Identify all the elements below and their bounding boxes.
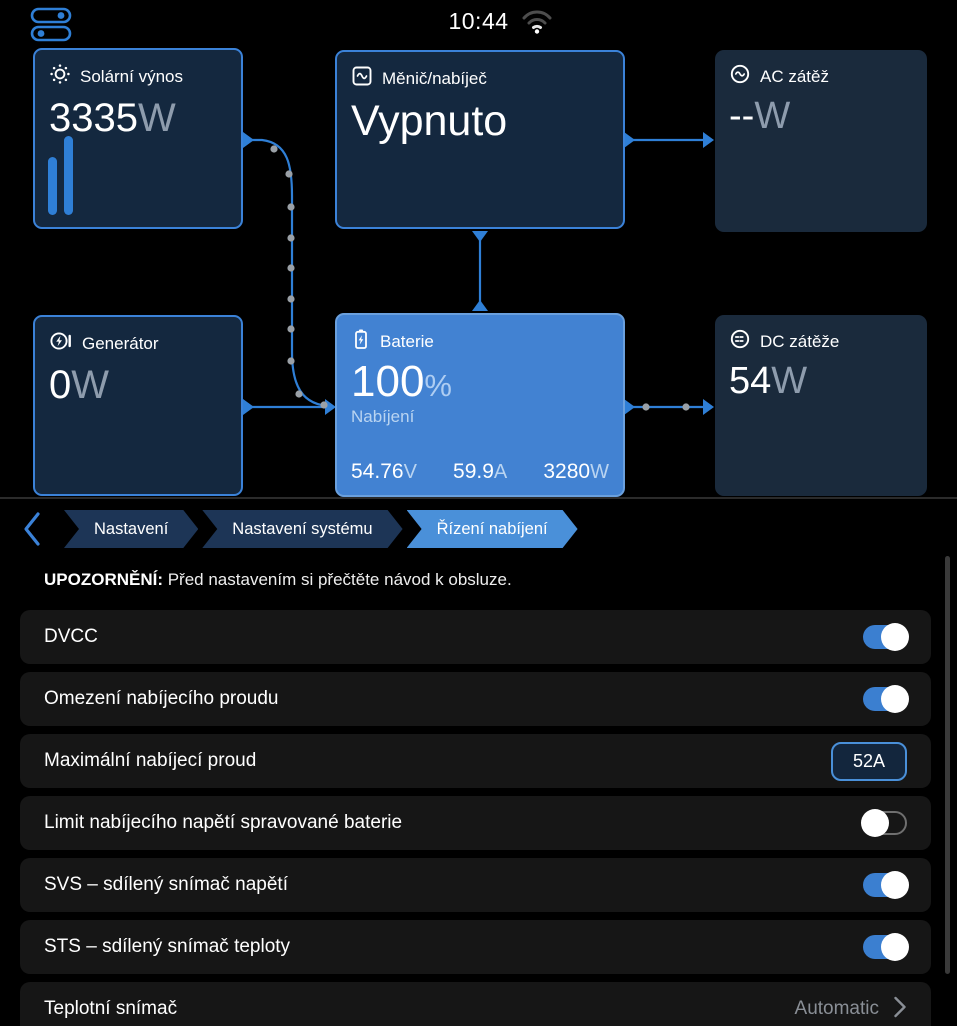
arrow-solar-out xyxy=(243,132,254,148)
time-text: 10:44 xyxy=(448,8,509,34)
setting-label: Omezení nabíjecího proudu xyxy=(44,688,279,709)
setting-label: DVCC xyxy=(44,626,98,647)
warning-body: Před nastavením si přečtěte návod k obsl… xyxy=(163,570,512,589)
tile-generator[interactable]: Generátor 0W xyxy=(33,315,243,496)
arrow-inverter-out xyxy=(624,132,635,148)
inverter-icon xyxy=(351,65,373,92)
tile-title: Měnič/nabíječ xyxy=(382,68,487,88)
ac-power-value: -- xyxy=(729,95,755,137)
tile-battery[interactable]: Baterie 100% Nabíjení 54.76V 59.9A 3280W xyxy=(335,313,625,497)
ac-power-unit: W xyxy=(754,95,791,137)
breadcrumb-rizeni-nabijeni[interactable]: Řízení nabíjení xyxy=(407,510,578,548)
svs-toggle[interactable] xyxy=(863,871,909,899)
sts-toggle[interactable] xyxy=(863,933,909,961)
battery-power: 3280 xyxy=(543,460,591,483)
charge-current-limit-toggle[interactable] xyxy=(863,685,909,713)
battery-voltage-unit: V xyxy=(403,461,417,483)
clock: 10:44 xyxy=(0,8,957,35)
warning-text: UPOZORNĚNÍ: Před nastavením si přečtěte … xyxy=(44,570,512,590)
dc-power-unit: W xyxy=(771,360,808,402)
battery-stats: 54.76V 59.9A 3280W xyxy=(351,460,609,484)
ac-wave-icon xyxy=(729,63,751,90)
setting-row-charge-current-limit-enable[interactable]: Omezení nabíjecího proudu xyxy=(20,672,931,726)
solar-power-unit: W xyxy=(137,96,176,140)
battery-current-unit: A xyxy=(493,461,508,483)
battery-soc-unit: % xyxy=(424,368,452,403)
battery-state: Nabíjení xyxy=(351,407,415,427)
battery-icon xyxy=(351,328,371,355)
settings-list: DVCC Omezení nabíjecího proudu Maximální… xyxy=(20,610,931,1026)
status-bar: 10:44 xyxy=(0,0,957,44)
arrow-battery-up xyxy=(472,300,488,311)
dc-power-value: 54 xyxy=(729,360,772,402)
tile-title: Baterie xyxy=(380,331,434,351)
arrow-dc-in xyxy=(703,399,714,415)
tile-title: AC zátěž xyxy=(760,66,829,86)
setting-label: Maximální nabíjecí proud xyxy=(44,750,257,771)
tile-ac-loads[interactable]: AC zátěž --W xyxy=(715,50,927,232)
arrow-battery-in-left xyxy=(325,399,336,415)
max-charge-current-value[interactable]: 52A xyxy=(831,741,907,781)
voltage-limit-toggle[interactable] xyxy=(861,809,907,837)
scrollbar[interactable] xyxy=(945,556,950,974)
arrow-inverter-down xyxy=(472,231,488,242)
setting-row-temperature-sensor[interactable]: Teplotní snímač Automatic xyxy=(20,982,931,1026)
battery-voltage: 54.76 xyxy=(351,460,404,483)
warning-prefix: UPOZORNĚNÍ: xyxy=(44,570,163,589)
setting-row-sts[interactable]: STS – sdílený snímač teploty xyxy=(20,920,931,974)
back-button[interactable] xyxy=(22,510,44,548)
tile-title: Solární výnos xyxy=(80,66,183,86)
tile-solar-yield[interactable]: Solární výnos 3335W xyxy=(33,48,243,229)
arrow-battery-out-right xyxy=(624,399,635,415)
toggles-menu-icon[interactable] xyxy=(30,7,80,48)
wifi-icon xyxy=(521,9,553,40)
chevron-right-icon xyxy=(893,995,907,1024)
tile-dc-loads[interactable]: DC zátěže 54W xyxy=(715,315,927,496)
dvcc-toggle[interactable] xyxy=(863,623,909,651)
inverter-status: Vypnuto xyxy=(351,97,508,145)
setting-row-dvcc[interactable]: DVCC xyxy=(20,610,931,664)
setting-label: Teplotní snímač xyxy=(44,998,178,1019)
tile-inverter-charger[interactable]: Měnič/nabíječ Vypnuto xyxy=(335,50,625,229)
setting-row-max-charge-current[interactable]: Maximální nabíjecí proud 52A xyxy=(20,734,931,788)
arrow-ac-in xyxy=(703,132,714,148)
tile-title: Generátor xyxy=(82,333,159,353)
setting-label: STS – sdílený snímač teploty xyxy=(44,936,291,957)
temperature-sensor-value: Automatic xyxy=(794,998,879,1019)
setting-label: Limit nabíjecího napětí spravované bater… xyxy=(44,812,403,833)
tile-title: DC zátěže xyxy=(760,331,840,351)
breadcrumb-nastaveni-systemu[interactable]: Nastavení systému xyxy=(202,510,402,548)
setting-row-managed-battery-voltage-limit[interactable]: Limit nabíjecího napětí spravované bater… xyxy=(20,796,931,850)
arrow-generator-out xyxy=(243,399,254,415)
generator-power-unit: W xyxy=(71,363,110,407)
solar-mini-bars xyxy=(48,136,73,215)
battery-current: 59.9 xyxy=(453,460,494,483)
setting-label: SVS – sdílený snímač napětí xyxy=(44,874,288,895)
battery-soc-value: 100 xyxy=(351,357,425,406)
setting-row-svs[interactable]: SVS – sdílený snímač napětí xyxy=(20,858,931,912)
generator-icon xyxy=(49,330,73,357)
generator-power-value: 0 xyxy=(49,363,72,407)
breadcrumb-bar: Nastavení Nastavení systému Řízení nabíj… xyxy=(0,509,957,549)
breadcrumb-nastaveni[interactable]: Nastavení xyxy=(64,510,198,548)
connector-solar-battery xyxy=(245,138,333,408)
flow-connectors xyxy=(243,132,714,415)
solar-power-value: 3335 xyxy=(49,96,138,140)
section-divider xyxy=(0,497,957,499)
power-flow-overview: Solární výnos 3335W Měnič/nabíječ Vypnut… xyxy=(0,0,957,497)
dc-loads-icon xyxy=(729,328,751,355)
battery-power-unit: W xyxy=(590,461,609,483)
breadcrumb: Nastavení Nastavení systému Řízení nabíj… xyxy=(64,510,578,548)
sun-icon xyxy=(49,63,71,90)
